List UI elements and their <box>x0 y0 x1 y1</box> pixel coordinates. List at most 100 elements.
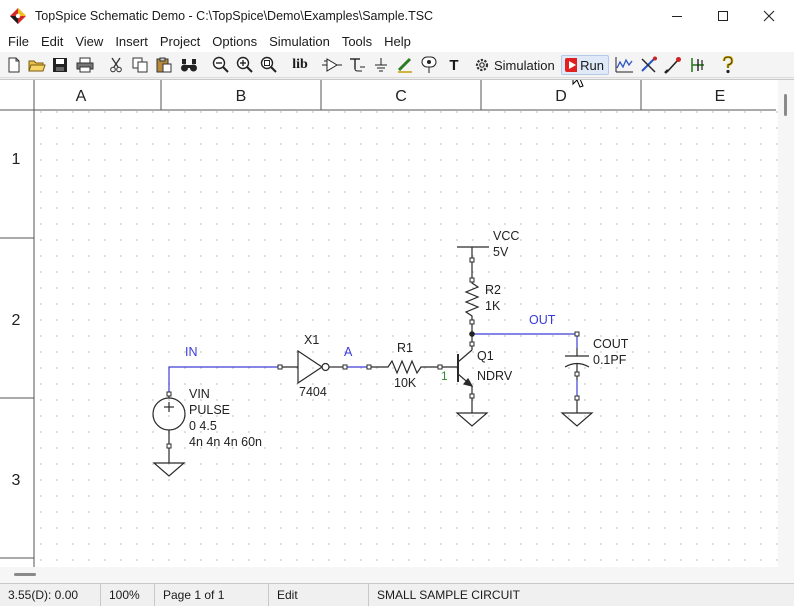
horizontal-scrollbar[interactable] <box>0 567 778 583</box>
zoom-fit-button[interactable] <box>259 55 279 75</box>
probe-button[interactable] <box>419 55 439 75</box>
pin-marker <box>277 364 283 370</box>
zoom-out-button[interactable] <box>211 55 231 75</box>
ground-vin[interactable] <box>152 462 186 477</box>
new-button[interactable] <box>5 55 23 75</box>
schematic-drawing[interactable]: A B C D E 1 2 3 <box>0 66 794 583</box>
zoom-in-icon <box>236 56 253 73</box>
run-button[interactable]: Run <box>561 55 609 75</box>
simulation-button-label: Simulation <box>494 57 555 73</box>
row-label-1: 1 <box>12 151 21 168</box>
window-title: TopSpice Schematic Demo - C:\TopSpice\De… <box>35 9 434 23</box>
play-icon <box>565 58 578 72</box>
menu-view[interactable]: View <box>75 34 104 49</box>
scissors-icon <box>110 57 122 73</box>
library-button[interactable]: lib <box>289 55 311 75</box>
plot-results-button[interactable] <box>613 55 635 75</box>
open-button[interactable] <box>27 55 47 75</box>
net-label-a[interactable]: A <box>344 345 353 359</box>
minimize-icon <box>672 16 682 17</box>
q1-emitter-arrow <box>462 377 474 387</box>
text-tool-label: T <box>449 56 459 74</box>
minimize-button[interactable] <box>654 0 700 32</box>
net-label-icon <box>350 58 365 72</box>
status-bar: 3.55(D): 0.00 100% Page 1 of 1 Edit SMAL… <box>0 583 794 606</box>
x1-name-label: X1 <box>304 333 319 347</box>
pencil-icon <box>397 57 412 73</box>
copy-icon <box>132 57 148 73</box>
cout-value-label: 0.1PF <box>593 353 627 367</box>
menu-simulation[interactable]: Simulation <box>269 34 330 49</box>
pin-marker <box>469 393 475 399</box>
vcc-name-label: VCC <box>493 229 519 243</box>
zoom-in-button[interactable] <box>235 55 255 75</box>
insert-label-button[interactable] <box>347 55 367 75</box>
probe-current-icon <box>691 58 704 72</box>
cut-button[interactable] <box>107 55 125 75</box>
app-icon <box>9 7 27 25</box>
pin-marker <box>469 341 475 347</box>
probe-current-button[interactable] <box>687 55 709 75</box>
net-label-out[interactable]: OUT <box>529 313 556 327</box>
x1-part-label: 7404 <box>299 385 327 399</box>
probe-pin-icon <box>421 56 437 73</box>
copy-button[interactable] <box>131 55 149 75</box>
vin-plus-sign <box>164 402 174 412</box>
paste-button[interactable] <box>155 55 173 75</box>
r2-value-label: 1K <box>485 299 501 313</box>
menu-file[interactable]: File <box>8 34 29 49</box>
schematic-canvas[interactable]: A B C D E 1 2 3 <box>0 66 794 583</box>
probe-clear-button[interactable] <box>638 55 660 75</box>
lib-label: lib <box>292 57 308 72</box>
menu-project[interactable]: Project <box>159 34 201 49</box>
ground-q1[interactable] <box>455 412 489 427</box>
pin-marker <box>342 364 348 370</box>
column-label-d: D <box>555 88 567 105</box>
probe-voltage-button[interactable] <box>662 55 684 75</box>
insert-text-button[interactable]: T <box>445 55 463 75</box>
q1-collector <box>457 349 473 363</box>
r1-name-label: R1 <box>397 341 413 355</box>
vertical-scrollbar[interactable] <box>778 80 794 583</box>
title-bar: TopSpice Schematic Demo - C:\TopSpice\De… <box>0 0 794 32</box>
new-document-icon <box>8 57 20 73</box>
draw-wire-button[interactable] <box>395 55 415 75</box>
print-button[interactable] <box>75 55 95 75</box>
binoculars-icon <box>181 59 197 72</box>
menu-edit[interactable]: Edit <box>40 34 64 49</box>
insert-component-button[interactable] <box>321 55 343 75</box>
close-button[interactable] <box>746 0 792 32</box>
column-label-c: C <box>395 88 407 105</box>
help-button[interactable] <box>718 55 738 75</box>
pin-marker <box>574 331 580 337</box>
horizontal-scroll-thumb[interactable] <box>14 573 36 576</box>
gear-icon <box>475 58 489 72</box>
wire-in[interactable] <box>168 366 280 394</box>
probe-cross-icon <box>641 56 657 73</box>
net-label-in[interactable]: IN <box>185 345 198 359</box>
column-label-b: B <box>236 88 247 105</box>
zoom-fit-icon <box>260 56 277 73</box>
save-button[interactable] <box>51 55 69 75</box>
menu-help[interactable]: Help <box>384 34 411 49</box>
status-mode: Edit <box>269 583 369 606</box>
column-label-e: E <box>715 88 726 105</box>
maximize-button[interactable] <box>700 0 746 32</box>
menu-bar: File Edit View Insert Project Options Si… <box>0 32 794 52</box>
find-button[interactable] <box>179 55 199 75</box>
menu-insert[interactable]: Insert <box>115 34 148 49</box>
cout-plate-bottom[interactable] <box>564 362 590 368</box>
pin-marker <box>437 364 443 370</box>
menu-tools[interactable]: Tools <box>341 34 373 49</box>
status-description: SMALL SAMPLE CIRCUIT <box>377 587 520 602</box>
simulation-settings-button[interactable]: Simulation <box>474 55 556 75</box>
vertical-scroll-thumb[interactable] <box>784 94 787 116</box>
ground-icon <box>375 58 387 72</box>
pin-marker <box>469 319 475 325</box>
grid-dots <box>34 110 778 583</box>
insert-ground-button[interactable] <box>371 55 391 75</box>
resistor-r1[interactable] <box>369 359 440 375</box>
menu-options[interactable]: Options <box>212 34 258 49</box>
resistor-r2[interactable] <box>464 278 480 334</box>
close-icon <box>763 10 775 22</box>
